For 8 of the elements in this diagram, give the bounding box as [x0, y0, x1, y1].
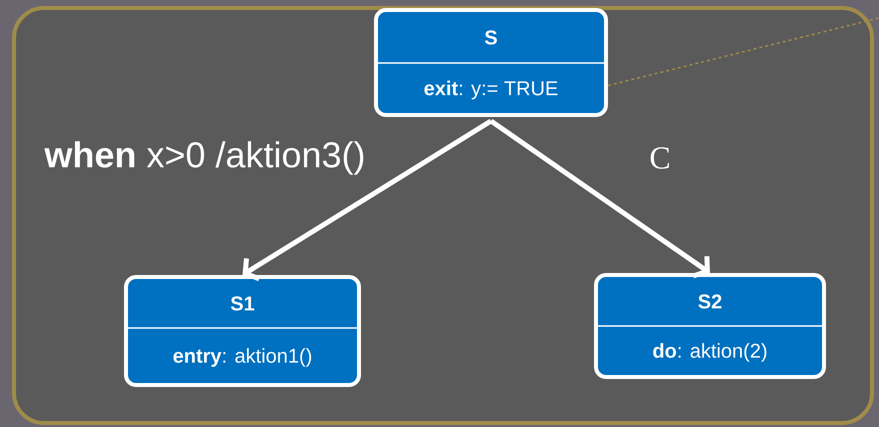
leader-line: [608, 17, 879, 86]
arrow: [242, 118, 492, 282]
edge-label: C: [648, 146, 672, 170]
state-box: S exit: y:= TRUE: [374, 8, 608, 117]
state-box: S2 do: aktion(2): [594, 273, 826, 379]
state-box: S1 entry: aktion1(): [124, 275, 361, 387]
arrow: [490, 118, 710, 278]
edge-label: when x>0 /aktion3(): [43, 140, 367, 176]
